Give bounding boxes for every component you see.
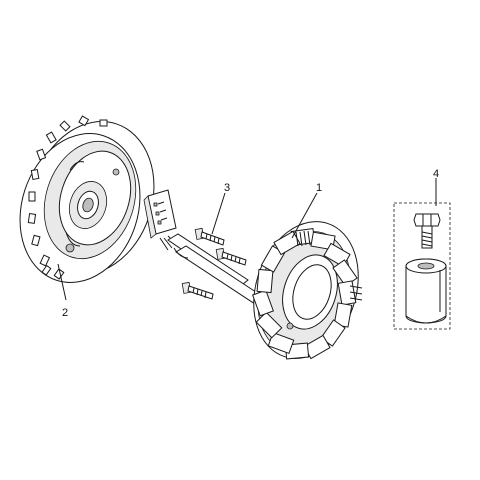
leader-lines [57,178,437,301]
bolt-c [181,281,214,300]
callouts: 2 1 3 4 [62,168,439,319]
wire-harness [143,189,269,307]
flywheel [19,115,155,283]
puller-tool [393,202,451,330]
leader-1 [291,192,318,239]
stator [252,221,363,360]
stator-bolts [181,227,247,300]
bolt-b [215,247,247,266]
leader-2 [57,263,67,301]
callout-2: 2 [62,307,68,319]
callout-1: 1 [316,182,322,194]
callout-3: 3 [224,182,230,194]
leader-3 [211,192,226,235]
flywheel-slots [27,115,108,280]
bolt-a [194,227,225,246]
callout-4: 4 [433,168,439,180]
puller-tool-frame [393,202,451,330]
stator-coils [252,227,358,360]
